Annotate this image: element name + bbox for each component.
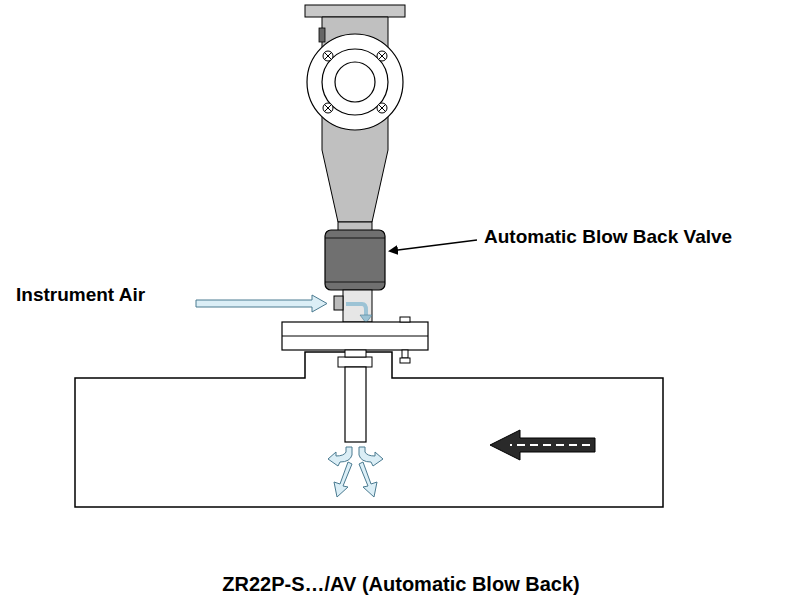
terminal-flange	[307, 34, 403, 130]
probe-nut	[338, 357, 372, 367]
blow-back-jets	[328, 447, 383, 497]
flange-stud	[400, 317, 410, 363]
side-tab	[319, 28, 325, 42]
mounting-flange	[282, 322, 428, 350]
part-label-holder: Automatic Blow Back Valve	[484, 226, 732, 248]
instrument-air-arrow	[196, 295, 327, 312]
gas-flow-arrow	[490, 430, 595, 460]
flange-bore	[335, 62, 375, 102]
blow-back-valve	[325, 230, 385, 290]
air-inlet-fitting	[334, 296, 343, 310]
flange-bolts	[323, 51, 387, 113]
air-pipe	[343, 290, 372, 322]
figure-caption-holder: ZR22P-S…/AV (Automatic Blow Back)	[222, 573, 579, 596]
input-label: Instrument Air	[16, 284, 145, 306]
valve-leader	[390, 240, 477, 251]
input-label-holder: Instrument Air	[16, 284, 145, 306]
flue-duct	[75, 352, 663, 507]
figure-caption: ZR22P-S…/AV (Automatic Blow Back)	[222, 573, 579, 596]
part-label: Automatic Blow Back Valve	[484, 226, 732, 248]
flange-ring	[322, 49, 388, 115]
probe-tube	[345, 367, 366, 442]
air-flow-arrow	[346, 304, 366, 316]
head-cap	[305, 5, 405, 17]
